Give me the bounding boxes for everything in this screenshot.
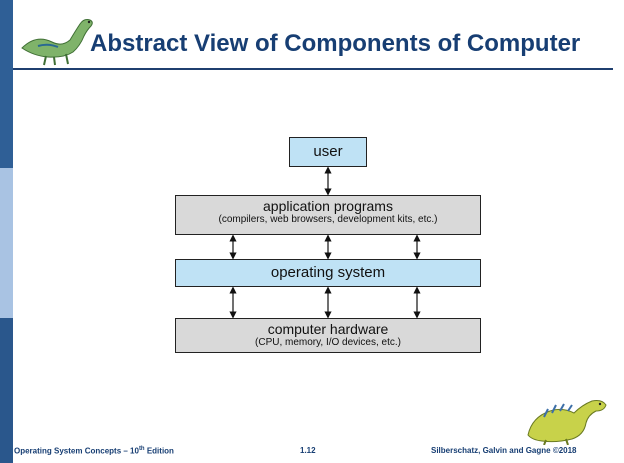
- slide-title: Abstract View of Components of Computer: [90, 30, 581, 57]
- application-programs-box: application programs (compilers, web bro…: [175, 195, 481, 235]
- footer-book-name: Operating System Concepts – 10: [14, 446, 139, 456]
- computer-hardware-box: computer hardware (CPU, memory, I/O devi…: [175, 318, 481, 353]
- computer-hardware-label: computer hardware: [267, 321, 389, 337]
- computer-hardware-examples: (CPU, memory, I/O devices, etc.): [255, 337, 401, 348]
- operating-system-box: operating system: [175, 259, 481, 287]
- left-accent-bar-light: [0, 168, 13, 318]
- dinosaur-footer-icon: [527, 400, 607, 445]
- user-box: user: [289, 137, 367, 167]
- footer-book-sup: th: [138, 446, 145, 452]
- dinosaur-logo-icon: [21, 19, 93, 66]
- footer-book-edition: Edition: [144, 446, 174, 456]
- title-underline: [13, 68, 613, 70]
- footer-copyright: Silberschatz, Galvin and Gagne ©2018: [431, 446, 577, 455]
- left-accent-bar-dark: [0, 318, 13, 463]
- application-programs-examples: (compilers, web browsers, development ki…: [218, 214, 438, 225]
- application-programs-label: application programs: [263, 198, 393, 214]
- footer-page-number: 1.12: [300, 446, 316, 455]
- footer-book-title: Operating System Concepts – 10th Edition: [14, 446, 174, 456]
